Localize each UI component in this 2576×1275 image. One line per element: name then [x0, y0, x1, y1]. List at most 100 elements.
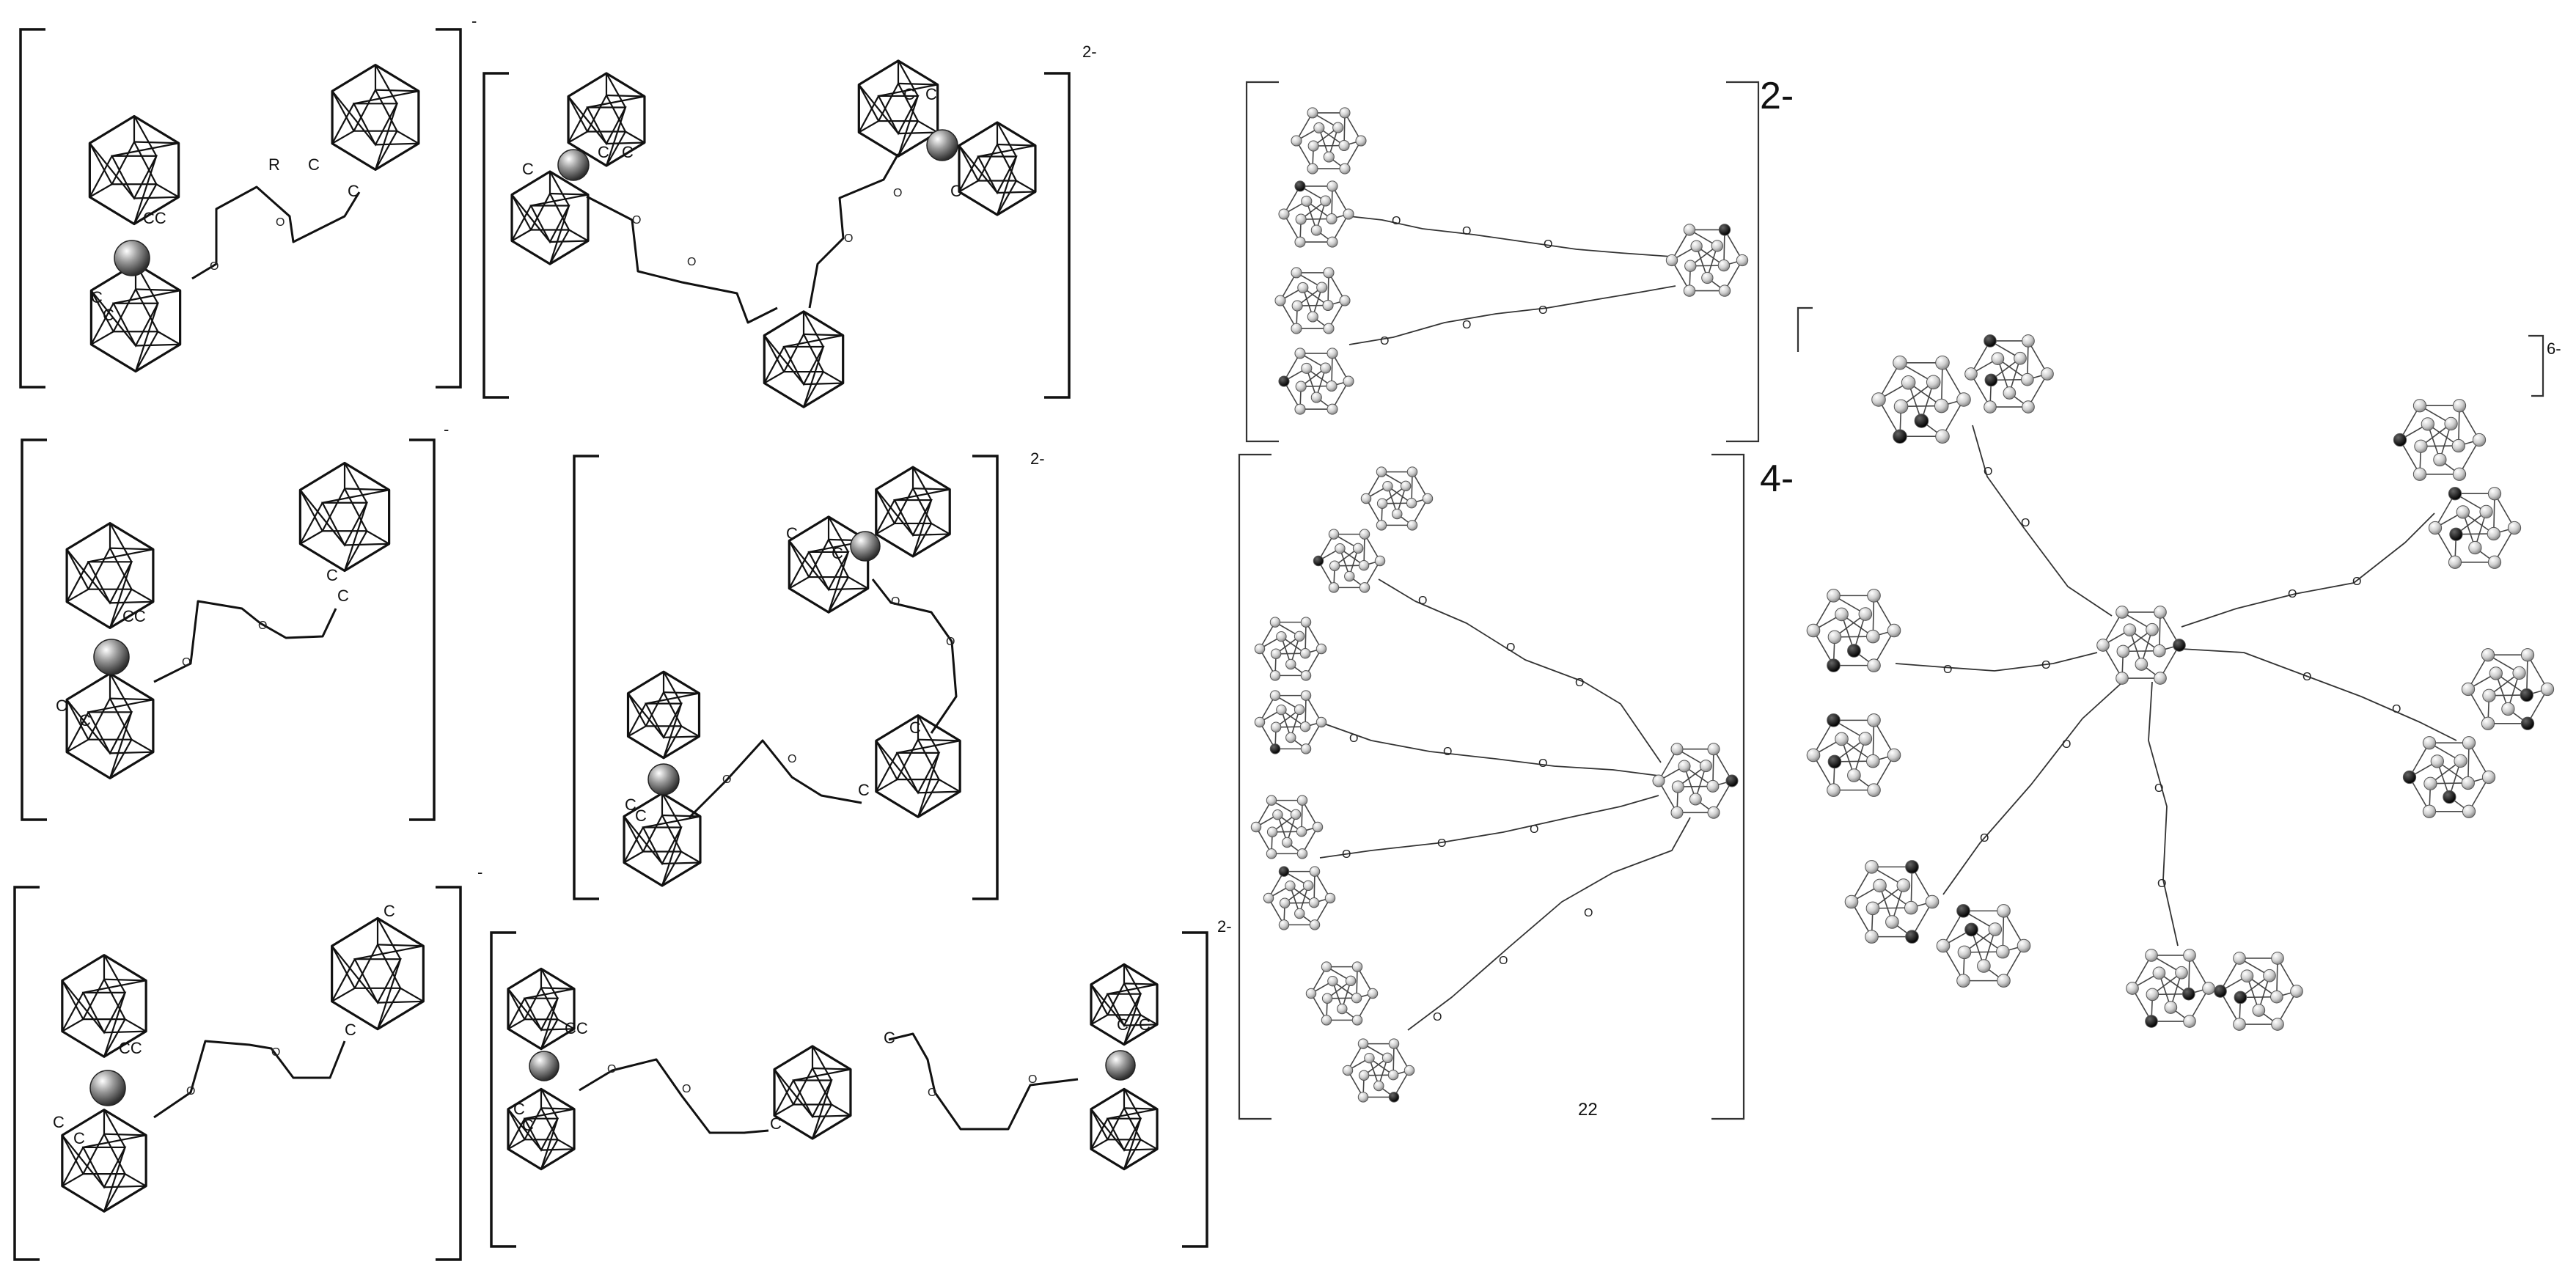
cage-edge	[507, 988, 526, 1020]
cage-edge	[1090, 984, 1125, 1026]
cage-edge	[549, 192, 588, 196]
cage-edge	[354, 945, 424, 960]
cage-edge	[1123, 1088, 1142, 1120]
boron-atom	[1294, 908, 1305, 919]
bracket-right	[1044, 72, 1071, 399]
ball-cage	[1964, 334, 2054, 414]
boron-atom	[1320, 195, 1332, 207]
cage-edge	[62, 1173, 84, 1187]
boron-atom	[1307, 163, 1318, 174]
cage-edge	[109, 561, 133, 628]
atom-label: O	[1538, 757, 1547, 770]
boron-atom	[2240, 969, 2254, 983]
cage-inner-face	[1106, 982, 1142, 1016]
boron-atom	[1867, 589, 1881, 603]
atom-label: CC	[122, 607, 146, 625]
cage-edge	[898, 131, 938, 135]
cage-edge	[661, 861, 700, 865]
cage-edge	[875, 740, 898, 780]
bracket-left	[482, 72, 509, 399]
boron-atom	[1339, 163, 1351, 174]
boron-atom	[2116, 672, 2129, 685]
atom-label: O	[682, 1083, 691, 1095]
boron-atom	[2433, 452, 2447, 467]
charge-row1-left: -	[471, 12, 477, 30]
cage-inner-face	[523, 997, 559, 1032]
boron-atom	[1296, 848, 1308, 859]
boron-atom	[2135, 658, 2148, 671]
ether-chain	[688, 739, 862, 819]
atom-label: O	[1575, 677, 1584, 689]
boron-atom	[1326, 380, 1337, 392]
cage-edge	[133, 155, 158, 224]
cage-inner-face	[1106, 1117, 1142, 1152]
boron-atom	[1337, 1003, 1348, 1015]
carbon-atom	[1905, 860, 1919, 874]
cage-edge	[131, 738, 154, 753]
boron-atom	[1272, 809, 1283, 820]
boron-atom	[1291, 267, 1302, 279]
cage-edge	[1123, 963, 1142, 995]
cage-edge	[299, 489, 323, 532]
cage-edge	[663, 735, 700, 738]
boron-atom	[1266, 795, 1277, 806]
boron-atom	[1269, 690, 1281, 701]
carbon-atom	[1893, 429, 1907, 444]
boron-atom	[2022, 400, 2035, 414]
carbon-atom	[1827, 754, 1842, 769]
metal-atom	[850, 531, 881, 562]
boron-atom	[1296, 795, 1308, 806]
atom-label: O	[1538, 304, 1547, 317]
cage-edge	[587, 95, 645, 109]
cage-inner-face	[523, 1106, 559, 1141]
carborane-cage	[1090, 1087, 1159, 1171]
cage-edge	[540, 998, 559, 1049]
cage-edge	[568, 95, 588, 133]
boron-atom	[2482, 688, 2496, 702]
boron-atom	[2479, 504, 2493, 519]
atom-label: O	[607, 1063, 616, 1076]
cage-edge	[540, 1148, 575, 1151]
cage-inner-face	[792, 1066, 833, 1106]
ether-chain	[1348, 216, 1673, 257]
cage-edge	[511, 194, 532, 231]
cage-edge	[103, 1185, 147, 1188]
ether-chain	[1319, 795, 1659, 859]
atom-label: C	[522, 1116, 534, 1134]
cage-edge	[788, 540, 829, 590]
cage-edge	[958, 180, 979, 193]
cage-edge	[103, 1173, 126, 1212]
boron-atom	[1717, 259, 1731, 272]
cage-edge	[875, 740, 919, 793]
atom-label: C	[91, 288, 103, 306]
cage-edge	[374, 103, 398, 170]
metal-atom	[1105, 1050, 1136, 1081]
cage-inner-face	[87, 546, 133, 590]
cage-edge	[331, 90, 355, 132]
boron-atom	[2152, 966, 2166, 980]
boron-atom	[2481, 716, 2495, 730]
atom-label: O	[1984, 466, 1992, 478]
cage-edge	[661, 814, 700, 817]
boron-atom	[1360, 493, 1372, 504]
ether-chains	[153, 153, 2457, 1134]
carbon-atom	[1313, 555, 1324, 567]
ball-cage	[1250, 795, 1324, 859]
cage-edge	[61, 1134, 84, 1175]
atom-label: O	[1499, 955, 1508, 967]
ball-cage	[1844, 860, 1940, 944]
boron-atom	[1312, 821, 1324, 833]
boron-atom	[2041, 367, 2054, 381]
cage-edge	[793, 1068, 851, 1081]
cage-edge	[763, 334, 785, 372]
cage-edge	[135, 288, 180, 292]
boron-atom	[2146, 622, 2159, 636]
boron-atom	[1285, 732, 1296, 743]
boron-atom	[1997, 974, 2011, 988]
boron-atom	[1678, 760, 1691, 773]
cage-edge	[125, 1018, 147, 1032]
cage-edge	[1090, 1109, 1125, 1151]
carbon-atom	[1278, 375, 1290, 387]
cage-inner-face	[87, 561, 133, 605]
